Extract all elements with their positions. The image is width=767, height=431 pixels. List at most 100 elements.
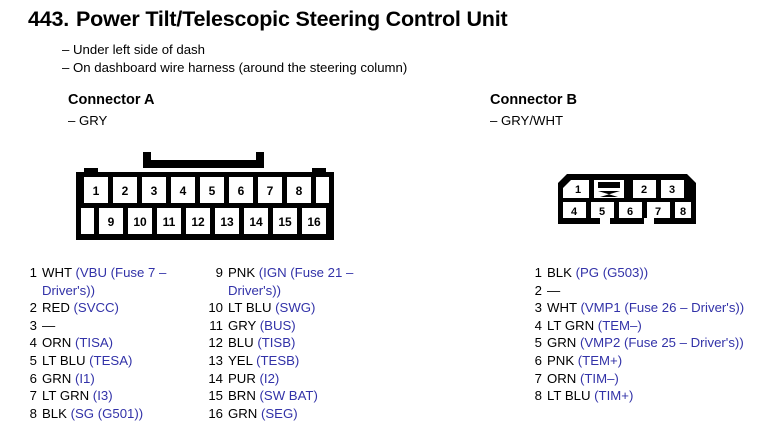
pin-wire-color: LT BLU bbox=[228, 300, 272, 316]
page-title-number: 443. bbox=[28, 7, 70, 31]
pin-description: GRN (I1) bbox=[42, 370, 203, 388]
pin-description: BLU (TISB) bbox=[228, 334, 397, 352]
connector-a-pin-number: 4 bbox=[29, 335, 37, 351]
pin-description: GRY (BUS) bbox=[228, 317, 397, 335]
pin-description: ORN (TIM–) bbox=[547, 370, 767, 388]
pin-signal-name: (TIM+) bbox=[590, 388, 634, 404]
connector-a-num-5: 5 bbox=[209, 184, 216, 198]
pin-signal-name: (IGN (Fuse 21 – Driver's)) bbox=[228, 265, 354, 298]
pin-unused-marker: — bbox=[42, 317, 56, 333]
connector-a-cell-numbers: 1 2 3 4 5 6 7 8 9 10 11 12 13 14 15 16 bbox=[93, 184, 321, 229]
pin-signal-name: (SVCC) bbox=[69, 300, 119, 316]
connector-b-cell-2 bbox=[633, 180, 656, 198]
location-note-text: Under left side of dash bbox=[73, 42, 205, 57]
pin-signal-name: (BUS) bbox=[256, 317, 296, 333]
pin-wire-color: PUR bbox=[228, 370, 256, 386]
pin-wire-color: GRN bbox=[228, 405, 258, 421]
pin-wire-color: PNK bbox=[228, 265, 256, 280]
connector-a-num-3: 3 bbox=[151, 184, 158, 198]
connector-a-pin-number: 7 bbox=[29, 388, 37, 404]
pin-description: LT BLU (SWG) bbox=[228, 299, 397, 317]
connector-b-pinout-diagram: 1 2 3 4 5 6 7 8 bbox=[558, 174, 696, 224]
connector-a-cell-8 bbox=[287, 177, 311, 203]
connector-a-num-12: 12 bbox=[191, 215, 205, 229]
connector-a-heading: Connector A bbox=[68, 92, 155, 108]
pin-wire-color: YEL bbox=[228, 352, 253, 368]
bullet-dash-icon: – bbox=[62, 42, 70, 57]
pin-signal-name: (TEM+) bbox=[574, 352, 623, 368]
pin-signal-name: (SG (G501)) bbox=[66, 405, 144, 421]
connector-a-num-9: 9 bbox=[108, 215, 115, 229]
pin-signal-name: (SWG) bbox=[271, 300, 316, 316]
pin-signal-name: (TESB) bbox=[252, 352, 300, 368]
pin-description: GRN (SEG) bbox=[228, 405, 397, 423]
connector-a-num-16: 16 bbox=[307, 215, 321, 229]
connector-b-housing-svg: 1 2 3 4 5 6 7 8 bbox=[558, 174, 696, 224]
connector-a-pin-number: 2 bbox=[29, 300, 37, 316]
connector-a-cell-blank-right bbox=[316, 177, 329, 203]
connector-b-cell-3 bbox=[661, 180, 684, 198]
location-note: –On dashboard wire harness (around the s… bbox=[62, 59, 407, 77]
connector-a-num-13: 13 bbox=[220, 215, 234, 229]
pin-row: 8 BLK (SG (G501)) bbox=[28, 405, 203, 423]
connector-a-cells bbox=[81, 177, 329, 234]
connector-b-pin-number: 4 bbox=[534, 317, 542, 333]
connector-a-pin-number: 6 bbox=[29, 370, 37, 386]
pin-description: BLK (SG (G501)) bbox=[42, 405, 203, 423]
pin-wire-color: WHT bbox=[42, 265, 72, 280]
connector-b-num-5: 5 bbox=[599, 206, 605, 218]
pin-description: BRN (SW BAT) bbox=[228, 387, 397, 405]
connector-b-cell-7 bbox=[647, 202, 670, 218]
pin-description: ORN (TISA) bbox=[42, 334, 203, 352]
connector-a-num-14: 14 bbox=[249, 215, 263, 229]
pin-description: PNK (IGN (Fuse 21 – Driver's)) bbox=[228, 264, 397, 299]
connector-b-num-7: 7 bbox=[655, 206, 661, 218]
connector-a-pin-number: 8 bbox=[29, 405, 37, 421]
connector-b-cell-1 bbox=[563, 180, 589, 198]
pin-row: 4 ORN (TISA) bbox=[28, 334, 203, 352]
pin-description: WHT (VBU (Fuse 7 – Driver's)) bbox=[42, 264, 203, 299]
connector-a-num-10: 10 bbox=[133, 215, 147, 229]
connector-a-cell-5 bbox=[200, 177, 224, 203]
pin-signal-name: (TEM–) bbox=[594, 317, 642, 333]
connector-a-num-1: 1 bbox=[93, 184, 100, 198]
pin-description: GRN (VMP2 (Fuse 25 – Driver's)) bbox=[547, 334, 767, 352]
pin-description: PUR (I2) bbox=[228, 370, 397, 388]
pin-wire-color: GRN bbox=[42, 370, 72, 386]
connector-a-cell-16 bbox=[302, 208, 326, 234]
connector-a-pin-number: 13 bbox=[208, 352, 223, 368]
pin-description: LT BLU (TESA) bbox=[42, 352, 203, 370]
connector-a-pin-number: 3 bbox=[29, 317, 37, 333]
pin-description: PNK (TEM+) bbox=[547, 352, 767, 370]
connector-a-pin-number: 9 bbox=[215, 265, 223, 280]
connector-b-pin-number: 1 bbox=[534, 265, 542, 280]
connector-a-cell-blank-left bbox=[81, 208, 94, 234]
pin-row: 3— bbox=[28, 317, 203, 335]
connector-a-subheading: – GRY bbox=[68, 113, 108, 128]
connector-a-cell-1 bbox=[84, 177, 108, 203]
connector-a-pin-number: 14 bbox=[208, 370, 223, 386]
connector-a-num-11: 11 bbox=[163, 215, 176, 229]
pin-description: YEL (TESB) bbox=[228, 352, 397, 370]
connector-b-cell-4 bbox=[563, 202, 586, 218]
connector-a-cell-9 bbox=[99, 208, 123, 234]
page-title-text: Power Tilt/Telescopic Steering Control U… bbox=[76, 7, 508, 31]
location-note: –Under left side of dash bbox=[62, 41, 407, 59]
connector-b-cell-numbers: 1 2 3 4 5 6 7 8 bbox=[571, 184, 686, 218]
connector-b-cells bbox=[563, 180, 691, 218]
pin-row: 6 GRN (I1) bbox=[28, 370, 203, 388]
pin-wire-color: RED bbox=[42, 300, 70, 316]
connector-a-cell-15 bbox=[273, 208, 297, 234]
connector-b-cell-6 bbox=[619, 202, 642, 218]
